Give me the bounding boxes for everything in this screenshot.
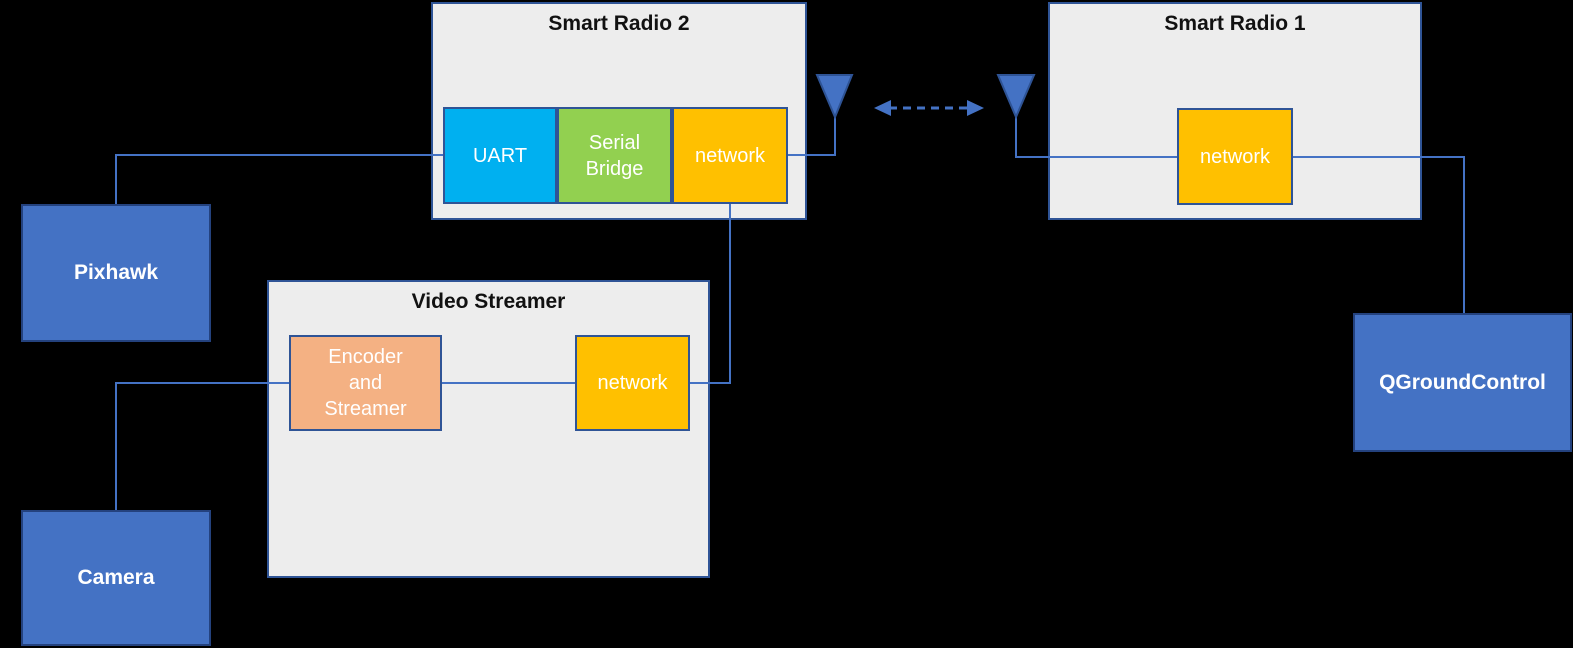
serial-bridge-module: Serial Bridge <box>557 107 672 204</box>
network-label: network <box>1199 145 1271 168</box>
qgroundcontrol-label: QGroundControl <box>1379 370 1546 394</box>
network-label: network <box>694 144 766 167</box>
encoder-streamer-module: Encoder and Streamer <box>289 335 442 431</box>
arrowhead-right <box>967 100 984 116</box>
smart-radio-2-panel: Smart Radio 2 UART Serial Bridge network <box>431 2 807 220</box>
smart-radio-2-title: Smart Radio 2 <box>548 12 690 35</box>
qgroundcontrol-node: QGroundControl <box>1353 313 1572 452</box>
serial-bridge-label-line: Serial <box>588 131 641 154</box>
smart-radio-1-title: Smart Radio 1 <box>1164 12 1306 35</box>
smart-radio-1-network-module: network <box>1177 108 1293 205</box>
pixhawk-label: Pixhawk <box>73 261 159 284</box>
video-streamer-title: Video Streamer <box>411 290 566 313</box>
camera-node: Camera <box>21 510 211 646</box>
encoder-label-line: Encoder <box>328 346 403 368</box>
camera-label: Camera <box>77 566 155 589</box>
video-streamer-panel: Video Streamer Encoder and Streamer netw… <box>267 280 710 578</box>
connector-camera-encoder <box>115 382 289 510</box>
connector-pixhawk-uart <box>115 154 443 204</box>
smart-radio-2-network-module: network <box>672 107 788 204</box>
dashed-double-arrow-icon <box>874 100 984 116</box>
network-label: network <box>597 372 668 394</box>
pixhawk-node: Pixhawk <box>21 204 211 342</box>
antenna-icon <box>815 74 854 120</box>
arrowhead-left <box>874 100 891 116</box>
uart-label: UART <box>472 144 528 167</box>
video-streamer-network-module: network <box>575 335 690 431</box>
uart-module: UART <box>443 107 557 204</box>
antenna-icon <box>996 74 1036 120</box>
encoder-label-line: and <box>348 372 383 394</box>
serial-bridge-label-line: Bridge <box>585 157 644 180</box>
smart-radio-1-panel: Smart Radio 1 network <box>1048 2 1422 220</box>
encoder-label-line: Streamer <box>324 398 407 420</box>
